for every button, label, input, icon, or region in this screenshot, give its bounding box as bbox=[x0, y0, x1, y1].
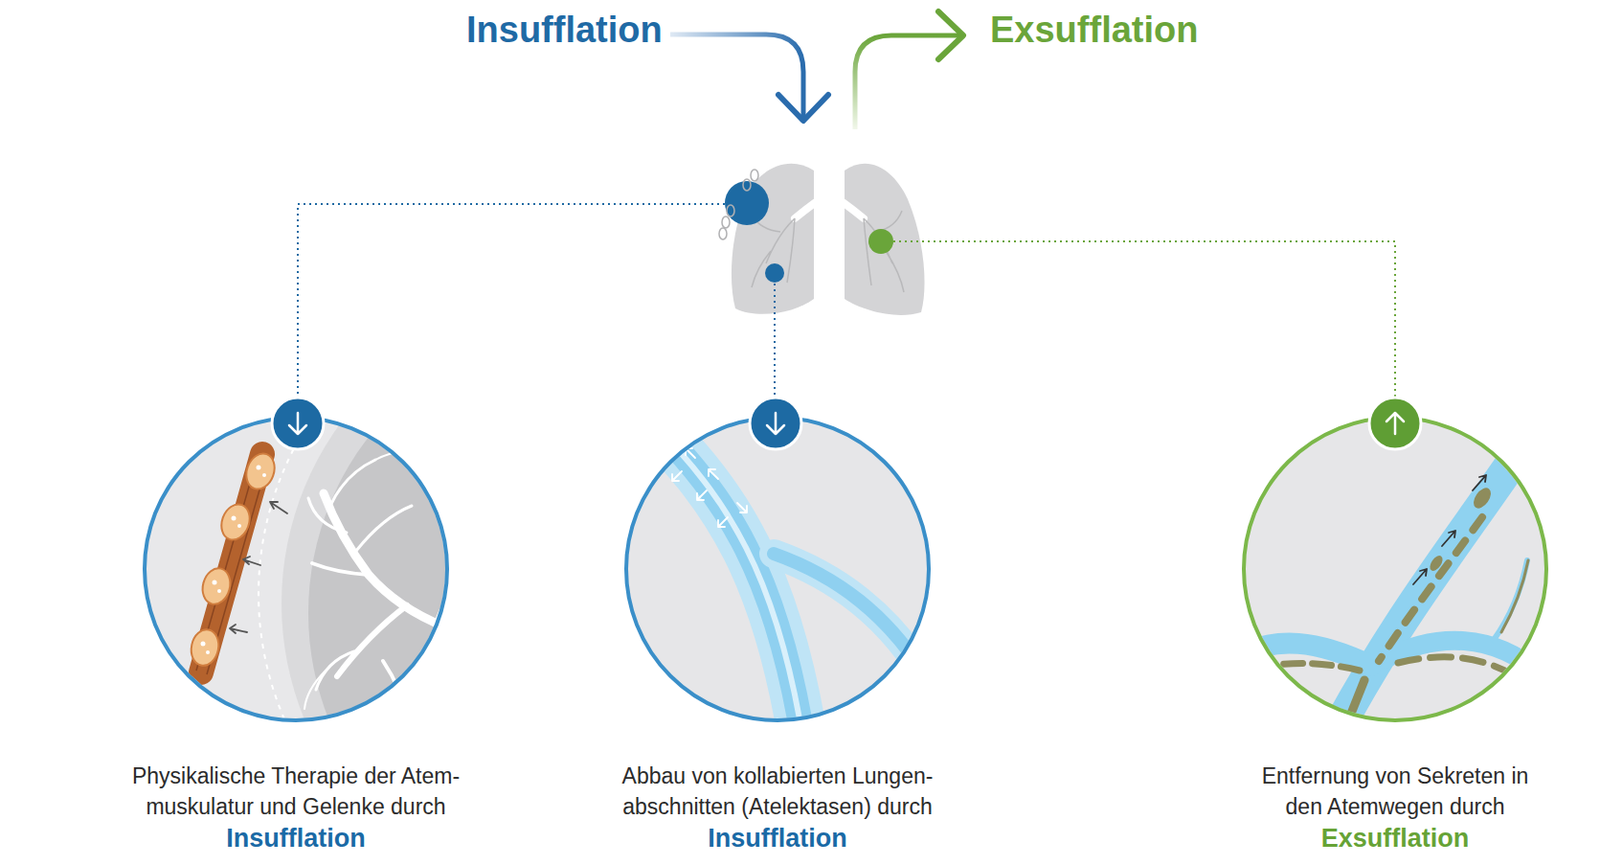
caption: Entfernung von Sekreten in den Atemwegen… bbox=[1251, 760, 1539, 855]
caption-text: Physikalische Therapie der Atem- muskula… bbox=[104, 760, 488, 822]
method-name: Exsufflation bbox=[1251, 821, 1539, 855]
lungs bbox=[719, 151, 925, 316]
caption: Abbau von kollabierten Lungen- abschnitt… bbox=[590, 760, 965, 855]
method-name: Insufflation bbox=[104, 821, 488, 855]
direction-badges bbox=[271, 397, 1421, 450]
heading-label: Exsufflation bbox=[990, 9, 1198, 51]
illustration-circle: Abbau von kollabierten Lungen- abschnitt… bbox=[626, 417, 929, 721]
caption: Physikalische Therapie der Atem- muskula… bbox=[104, 760, 488, 855]
leader-lines bbox=[297, 203, 1396, 397]
airway-illustration bbox=[626, 417, 934, 747]
illustration-circle: Entfernung von Sekreten in den Atemwegen… bbox=[1243, 417, 1547, 721]
secretion-illustration bbox=[1230, 417, 1547, 738]
exsufflation-arrow bbox=[855, 11, 964, 130]
insufflation-arrow bbox=[670, 34, 829, 121]
method-name: Insufflation bbox=[590, 821, 965, 855]
caption-text: Entfernung von Sekreten in den Atemwegen… bbox=[1251, 760, 1539, 822]
heading-label: Insufflation bbox=[466, 9, 663, 51]
caption-text: Abbau von kollabierten Lungen- abschnitt… bbox=[590, 760, 965, 822]
illustration-circle: Physikalische Therapie der Atem- muskula… bbox=[144, 417, 448, 721]
